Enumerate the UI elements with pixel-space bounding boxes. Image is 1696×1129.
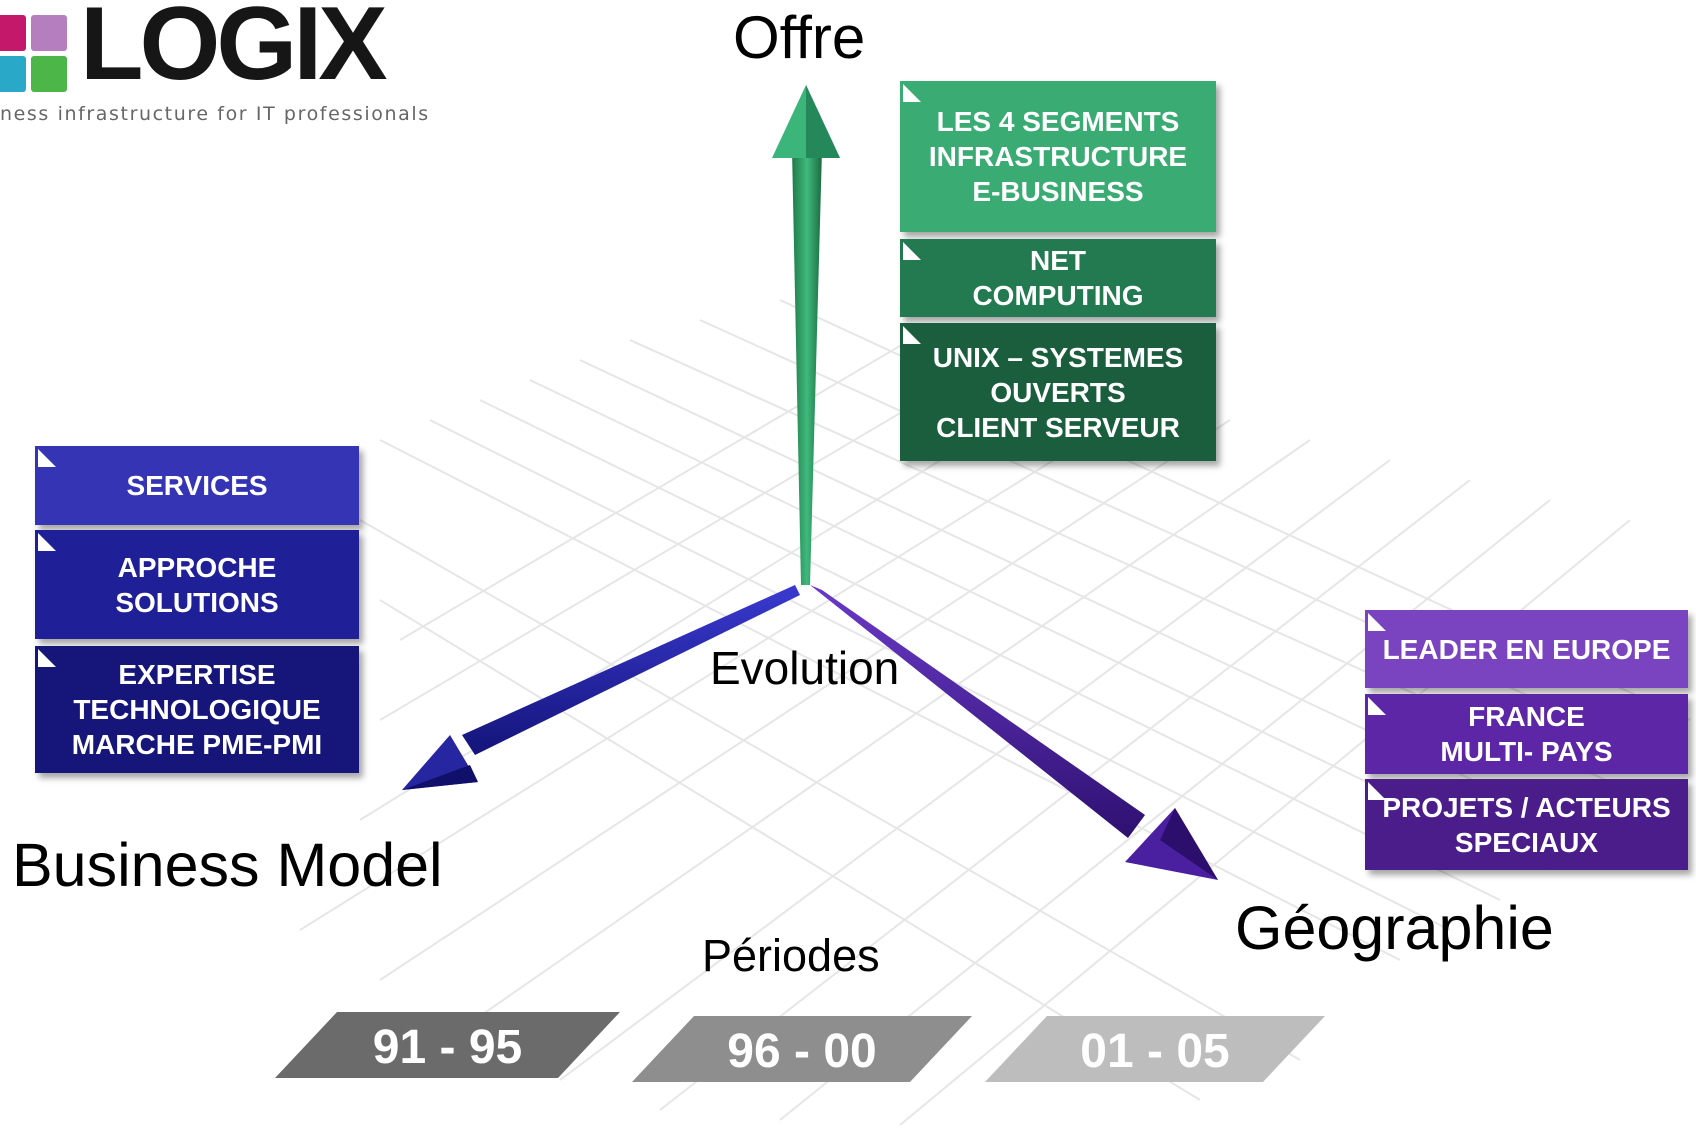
period-96-00: 96 - 00 [632, 1016, 972, 1086]
geo-box-leader-label: LEADER EN EUROPE [1382, 633, 1671, 665]
offre-axis-label: Offre [733, 4, 866, 71]
period-96-00-shape [632, 1016, 972, 1082]
period-91-95-shape [275, 1012, 620, 1078]
offre-box-net-computing: NET COMPUTING [900, 239, 1216, 317]
geo-box-projets: PROJETS / ACTEURS SPECIAUX [1365, 779, 1688, 870]
business-box-expertise-label: EXPERTISE TECHNOLOGIQUE MARCHE PME-PMI [71, 659, 323, 760]
business-box-approche-label: APPROCHE SOLUTIONS [115, 551, 279, 618]
offre-axis-arrow [772, 85, 840, 585]
business-box-approche: APPROCHE SOLUTIONS [35, 530, 359, 639]
geo-box-projets-label: PROJETS / ACTEURS SPECIAUX [1382, 791, 1671, 858]
business-box-services: SERVICES [35, 446, 359, 525]
period-96-00-label: 96 - 00 [727, 1024, 877, 1078]
logo-tagline: ness infrastructure for IT professionals [0, 103, 430, 125]
period-01-05: 01 - 05 [985, 1016, 1325, 1086]
offre-box-unix-label: UNIX – SYSTEMES OUVERTS CLIENT SERVEUR [932, 341, 1184, 443]
geo-box-france-label: FRANCE MULTI- PAYS [1440, 701, 1613, 767]
business-model-axis-arrow [402, 585, 800, 790]
period-91-95-label: 91 - 95 [372, 1020, 523, 1074]
business-box-expertise: EXPERTISE TECHNOLOGIQUE MARCHE PME-PMI [35, 646, 359, 773]
period-01-05-label: 01 - 05 [1080, 1024, 1230, 1078]
offre-box-segments: LES 4 SEGMENTS INFRASTRUCTURE E-BUSINESS [900, 81, 1216, 232]
geographie-axis-label: Géographie [1235, 894, 1554, 962]
geo-box-leader: LEADER EN EUROPE [1365, 610, 1688, 688]
period-01-05-shape [985, 1016, 1325, 1082]
geographie-axis-arrow [810, 585, 1218, 880]
logo-wordmark: LOGIX [80, 0, 388, 102]
offre-box-unix: UNIX – SYSTEMES OUVERTS CLIENT SERVEUR [900, 323, 1216, 461]
business-box-services-label: SERVICES [126, 470, 268, 501]
logix-logo: LOGIX ness infrastructure for IT profess… [0, 0, 428, 130]
logo-squares-icon [0, 15, 67, 92]
business-model-axis-label: Business Model [12, 831, 443, 899]
offre-box-net-computing-label: NET COMPUTING [972, 245, 1144, 311]
periodes-label: Périodes [702, 930, 880, 981]
geo-box-france: FRANCE MULTI- PAYS [1365, 694, 1688, 774]
offre-box-segments-label: LES 4 SEGMENTS INFRASTRUCTURE E-BUSINESS [928, 106, 1188, 207]
evolution-label: Evolution [710, 642, 900, 694]
period-91-95: 91 - 95 [275, 1012, 620, 1082]
